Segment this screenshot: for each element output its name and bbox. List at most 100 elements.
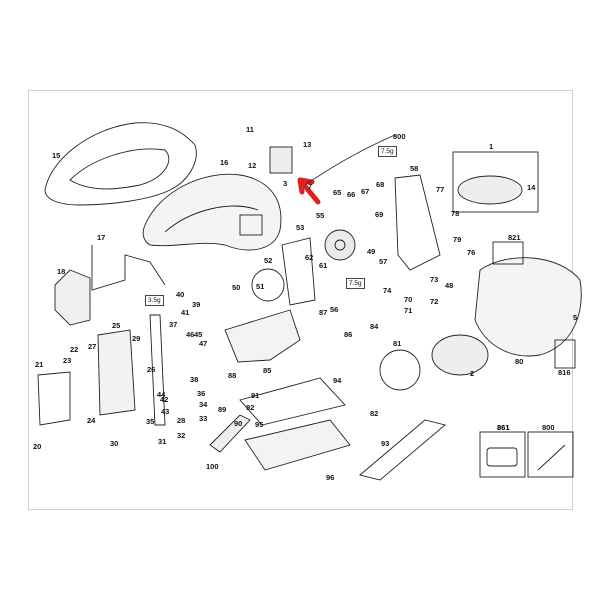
side-housing-left — [37, 371, 71, 426]
part-number-label: 38 — [190, 375, 199, 384]
part-number-label: 11 — [246, 125, 254, 134]
part-number-label: 3 — [283, 179, 288, 188]
part-number-label: 44 — [157, 390, 166, 399]
part-number-label: 33 — [199, 414, 208, 423]
part-number-label: 84 — [370, 322, 379, 331]
part-number-label: 861 — [497, 423, 510, 432]
rear-handle-inner — [69, 148, 170, 190]
field-coil — [431, 334, 489, 376]
part-number-label: 43 — [161, 407, 170, 416]
part-number-label: 13 — [303, 140, 312, 149]
part-number-label: 50 — [232, 283, 241, 292]
part-number-label: 16 — [220, 158, 229, 167]
part-number-label: 72 — [430, 297, 439, 306]
part-number-label: 51 — [256, 282, 265, 291]
blade-plunger — [149, 314, 166, 426]
part-number-label: 85 — [263, 366, 272, 375]
part-number-label: 67 — [361, 187, 370, 196]
part-number-label: 35 — [146, 417, 155, 426]
part-number-label: 7 — [308, 182, 313, 191]
motor-housing — [474, 257, 582, 357]
part-number-label: 28 — [177, 416, 186, 425]
part-number-label: 34 — [199, 400, 208, 409]
plate-816 — [554, 339, 576, 369]
dust-guard-wire — [91, 245, 166, 291]
handle-grip — [164, 205, 259, 233]
part-number-label: 73 — [430, 275, 439, 284]
shoe-plate — [239, 377, 346, 426]
part-number-label: 27 — [88, 342, 97, 351]
part-number-label: 26 — [147, 365, 156, 374]
part-number-label: 89 — [218, 405, 227, 414]
part-number-label: 41 — [181, 308, 190, 317]
kit-box-label: 861 — [497, 423, 510, 432]
part-number-label: 18 — [57, 267, 66, 276]
part-number-label: 76 — [467, 248, 476, 257]
armature-box — [452, 151, 539, 213]
part-number-label: 62 — [305, 253, 314, 262]
part-number-label: 65 — [333, 188, 342, 197]
chip-deflector — [54, 269, 91, 326]
part-number-label: 30 — [110, 439, 119, 448]
part-number-label: 36 — [197, 389, 206, 398]
part-number-label: 56 — [330, 305, 339, 314]
part-number-label: 29 — [132, 334, 141, 343]
part-number-label: 47 — [199, 339, 208, 348]
part-number-label: 86 — [344, 330, 353, 339]
kit-case-icon — [486, 447, 518, 467]
part-number-label: 70 — [404, 295, 413, 304]
rear-handle-housing — [44, 122, 197, 206]
part-number-label: 816 — [558, 368, 571, 377]
part-number-label: 12 — [248, 161, 257, 170]
rear-motor-housing — [394, 174, 441, 271]
part-number-label: 93 — [381, 439, 390, 448]
part-number-label: 17 — [97, 233, 106, 242]
part-number-label: 800 — [393, 132, 406, 141]
part-number-label: 78 — [451, 209, 460, 218]
part-number-label: 1 — [489, 142, 494, 151]
kit-box-861 — [479, 431, 526, 478]
part-number-label: 49 — [367, 247, 376, 256]
part-number-label: 88 — [228, 371, 237, 380]
part-number-label: 100 — [206, 462, 219, 471]
part-number-label: 69 — [375, 210, 384, 219]
part-number-label: 31 — [158, 437, 167, 446]
part-number-label: 2 — [470, 369, 475, 378]
plate-821 — [492, 241, 524, 265]
part-number-label: 52 — [264, 256, 273, 265]
kit-box-800 — [527, 431, 574, 478]
part-number-label: 58 — [410, 164, 419, 173]
armature — [457, 175, 523, 205]
part-number-label: 46 — [186, 330, 195, 339]
handle-vent — [239, 214, 263, 236]
part-number-label: 21 — [35, 360, 44, 369]
part-number-label: 94 — [333, 376, 342, 385]
part-number-label: 25 — [112, 321, 121, 330]
part-number-label: 14 — [527, 183, 536, 192]
part-number-label: 79 — [453, 235, 462, 244]
part-number-label: 821 — [508, 233, 521, 242]
grease-tag: 3.5g — [145, 295, 164, 306]
grease-tag: 7.5g — [346, 278, 365, 289]
power-cord — [304, 134, 396, 186]
base-plate — [244, 419, 351, 471]
part-number-label: 61 — [319, 261, 328, 270]
part-number-label: 20 — [33, 442, 42, 451]
bearing-cover — [281, 237, 316, 306]
gearcase-cover — [97, 329, 136, 416]
counterweight — [251, 268, 285, 302]
part-number-label: 24 — [87, 416, 96, 425]
part-number-label: 91 — [251, 391, 260, 400]
part-number-label: 81 — [393, 339, 402, 348]
fan-baffle — [379, 349, 421, 391]
part-number-label: 82 — [370, 409, 379, 418]
part-number-label: 55 — [316, 211, 325, 220]
dust-extraction-tube — [359, 419, 446, 481]
part-number-label: 32 — [177, 431, 186, 440]
part-number-label: 37 — [169, 320, 178, 329]
kit-brush-icon — [537, 444, 566, 471]
part-number-label: 71 — [404, 306, 413, 315]
part-number-label: 15 — [52, 151, 61, 160]
